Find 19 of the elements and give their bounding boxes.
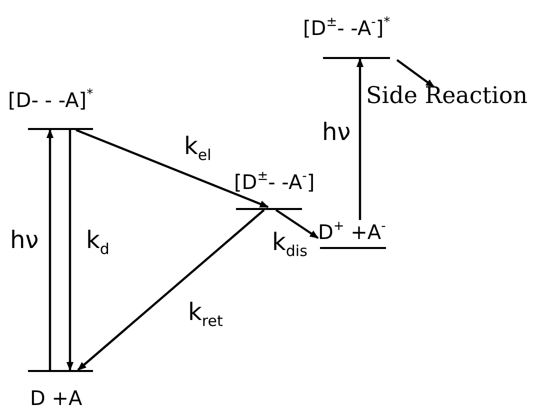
state-label: [D- - -A]$^{*}$ xyxy=(8,88,94,112)
rate-label: k$_{d}$ xyxy=(86,226,110,254)
state-label: [D$^{±}$- -A$^{-}$] xyxy=(234,170,315,194)
rate-label: k$_{dis}$ xyxy=(272,228,308,256)
state-label: D +A xyxy=(30,386,82,410)
state-label: [D$^{±}$- -A$^{-}$]$^{*}$ xyxy=(303,16,390,40)
state-label: D$^{+}$ +A$^{-}$ xyxy=(318,220,386,244)
arrow xyxy=(66,130,74,371)
rate-label: hν xyxy=(322,118,351,146)
arrow xyxy=(46,129,54,370)
arrow xyxy=(275,209,319,239)
arrow xyxy=(77,209,265,371)
arrow xyxy=(76,128,269,208)
rate-label: hν xyxy=(10,226,39,254)
arrow xyxy=(356,58,364,220)
arrow xyxy=(396,59,435,88)
rate-label: k$_{el}$ xyxy=(184,132,212,160)
rate-label: k$_{ret}$ xyxy=(188,298,223,326)
reaction-label: Side Reaction xyxy=(366,84,528,108)
